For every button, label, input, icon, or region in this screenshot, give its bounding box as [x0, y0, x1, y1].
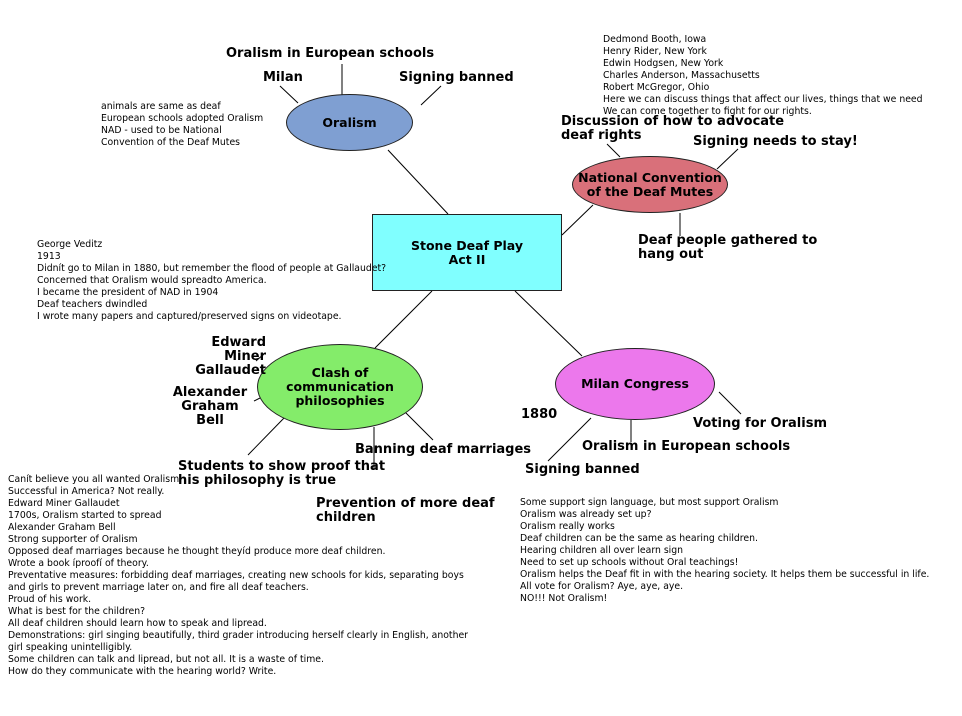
national-convention-node: National Convention of the Deaf Mutes	[572, 156, 728, 213]
oralism-european-schools-label: Oralism in European schools	[226, 46, 435, 61]
deaf-people-gathered-label: Deaf people gathered to hang out	[638, 233, 818, 262]
milan-congress-notes: Some support sign language, but most sup…	[520, 497, 930, 604]
students-proof-label: Students to show proof that his philosop…	[178, 459, 386, 488]
signing-needs-to-stay-label: Signing needs to stay!	[693, 134, 858, 149]
edward-miner-gallaudet-label: Edward Miner Gallaudet	[195, 335, 266, 378]
oralism-european-schools-milan-label: Oralism in European schools	[582, 439, 791, 454]
discussion-advocate-label: Discussion of how to advocate deaf right…	[561, 114, 785, 143]
oralism-node: Oralism	[286, 94, 413, 151]
banning-deaf-marriages-label: Banning deaf marriages	[355, 442, 532, 457]
milan-label: Milan	[263, 70, 303, 85]
milan-congress-node: Milan Congress	[555, 348, 715, 420]
voting-for-oralism-label: Voting for Oralism	[693, 416, 827, 431]
signing-banned-top-label: Signing banned	[399, 70, 514, 85]
prevention-deaf-children-label: Prevention of more deaf children	[316, 496, 495, 525]
clash-notes: Canít believe you all wanted Oralism.Suc…	[8, 474, 469, 677]
clash-of-philosophies-node: Clash of communication philosophies	[257, 344, 423, 430]
signing-banned-bottom-label: Signing banned	[525, 462, 640, 477]
center-node: Stone Deaf Play Act II	[372, 214, 562, 291]
alexander-graham-bell-label: Alexander Graham Bell	[172, 385, 248, 428]
year-1880-label: 1880	[521, 407, 558, 422]
